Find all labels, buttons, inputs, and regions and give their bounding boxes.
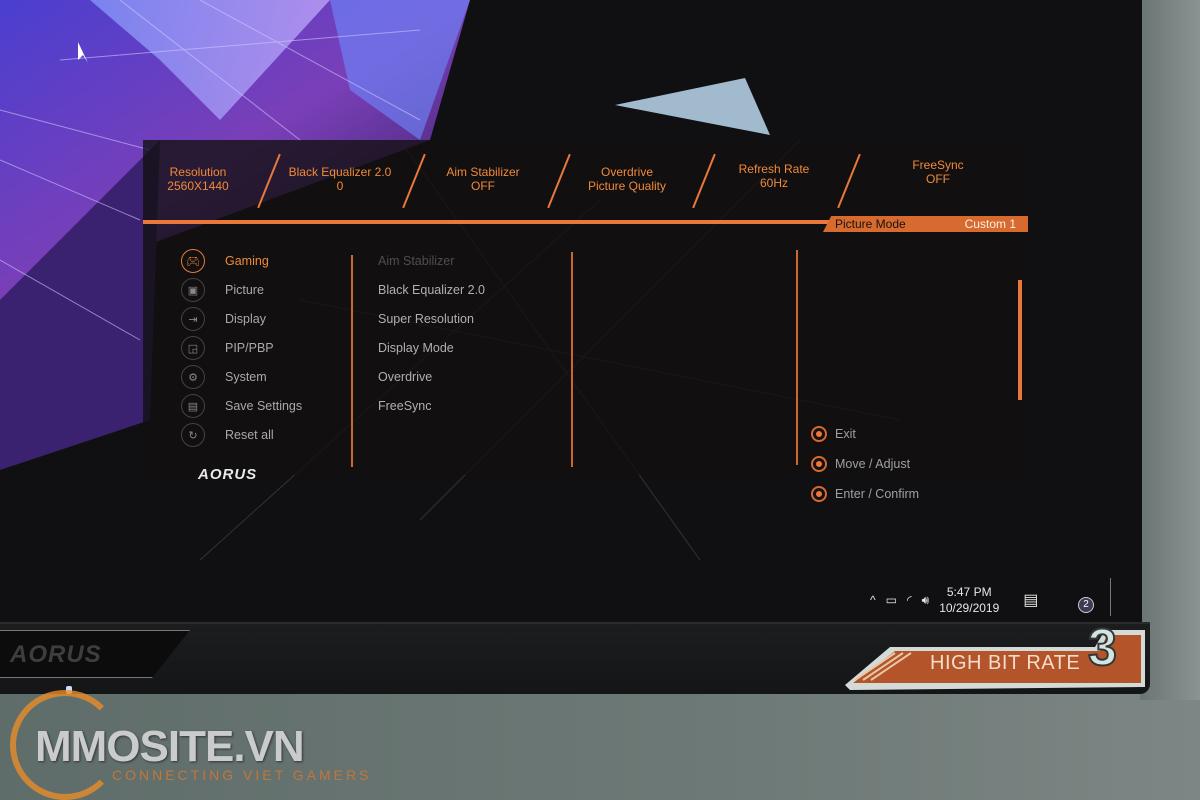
battery-icon[interactable]: ▭ xyxy=(885,593,897,607)
badge-number: 3 xyxy=(1087,618,1118,678)
gamepad-icon: 🎮︎ xyxy=(181,249,205,273)
reset-icon: ↻ xyxy=(181,423,205,447)
image-icon: ▣ xyxy=(181,278,205,302)
save-icon: ▤ xyxy=(181,394,205,418)
bezel-aorus-logo: AORUS xyxy=(10,641,102,668)
joystick-icon xyxy=(811,456,827,472)
menu-item-picture[interactable]: ▣Picture xyxy=(181,277,264,303)
menu-item-display[interactable]: ⇥Display xyxy=(181,306,266,332)
hint-move-adjust: Move / Adjust xyxy=(811,456,910,472)
osd-scrollbar[interactable] xyxy=(1018,280,1022,400)
wifi-icon[interactable]: ◜ xyxy=(906,593,912,607)
submenu-aim-stabilizer[interactable]: Aim Stabilizer xyxy=(378,254,455,268)
notification-count: 2 xyxy=(1078,597,1094,613)
high-bit-rate-badge xyxy=(845,630,1145,690)
mouse-cursor-icon xyxy=(78,42,88,63)
submenu-black-equalizer[interactable]: Black Equalizer 2.0 xyxy=(378,283,486,297)
notification-icon[interactable]: ▤ xyxy=(1023,592,1039,609)
osd-divider xyxy=(143,220,1028,224)
input-icon: ⇥ xyxy=(181,307,205,331)
submenu-display-mode[interactable]: Display Mode xyxy=(378,341,454,355)
aorus-logo: AORUS xyxy=(198,466,258,483)
watermark-subtitle: CONNECTING VIET GAMERS xyxy=(112,767,372,783)
background-wall-right xyxy=(1140,0,1200,700)
menu-item-reset-all[interactable]: ↻Reset all xyxy=(181,422,274,448)
gear-icon: ⚙ xyxy=(181,365,205,389)
submenu-overdrive[interactable]: Overdrive xyxy=(378,370,433,384)
submenu-freesync[interactable]: FreeSync xyxy=(378,399,432,413)
joystick-icon xyxy=(811,486,827,502)
badge-text: HIGH BIT RATE xyxy=(930,652,1081,674)
menu-item-save-settings[interactable]: ▤Save Settings xyxy=(181,393,302,419)
hint-enter-confirm: Enter / Confirm xyxy=(811,486,919,502)
menu-item-pip-pbp[interactable]: ◲PIP/PBP xyxy=(181,335,274,361)
joystick-icon xyxy=(811,426,827,442)
watermark-ring xyxy=(10,690,120,800)
volume-icon[interactable]: 🔊︎ xyxy=(921,592,930,607)
hint-exit: Exit xyxy=(811,426,856,442)
background-wall xyxy=(0,690,1200,800)
chevron-up-icon[interactable]: ^ xyxy=(870,593,876,607)
submenu-super-resolution[interactable]: Super Resolution xyxy=(378,312,474,326)
menu-item-system[interactable]: ⚙System xyxy=(181,364,267,390)
pip-icon: ◲ xyxy=(181,336,205,360)
menu-item-gaming[interactable]: 🎮︎Gaming xyxy=(181,248,269,274)
watermark-title: MMOSITE.VN xyxy=(35,722,305,771)
